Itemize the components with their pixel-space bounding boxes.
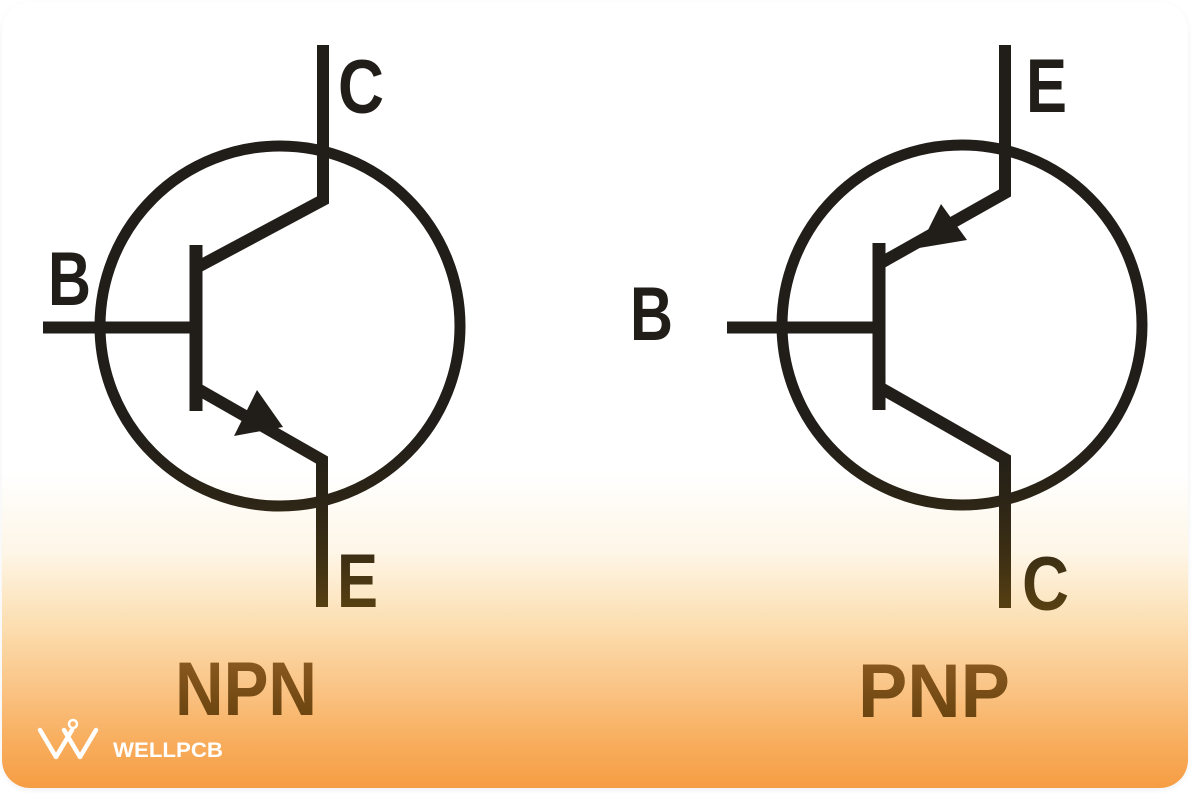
npn-emitter-label: E bbox=[337, 539, 378, 624]
npn-symbol: C B E NPN bbox=[43, 45, 466, 732]
pnp-collector-label: C bbox=[1022, 542, 1069, 627]
npn-base-label: B bbox=[48, 237, 91, 322]
pnp-base-label: B bbox=[630, 272, 673, 357]
npn-collector-label: C bbox=[338, 45, 384, 130]
pnp-emitter-lead bbox=[876, 45, 1011, 270]
npn-emitter-lead bbox=[193, 382, 328, 607]
transistor-diagram: C B E NPN E B bbox=[37, 44, 1148, 762]
wellpcb-logo-v2 bbox=[61, 727, 99, 760]
pnp-collector-lead bbox=[876, 381, 1011, 608]
wellpcb-logo-v1 bbox=[37, 727, 75, 760]
wellpcb-brand-text: WELLPCB bbox=[113, 738, 223, 762]
npn-emitter-arrow-icon bbox=[234, 390, 283, 436]
npn-collector-lead bbox=[193, 45, 329, 274]
npn-type-label: NPN bbox=[175, 647, 317, 732]
pnp-type-label: PNP bbox=[858, 649, 1010, 734]
pnp-emitter-arrow-icon bbox=[919, 204, 967, 248]
figure-card: C B E NPN E B bbox=[2, 2, 1188, 788]
wellpcb-logo-icon bbox=[37, 718, 99, 760]
pnp-emitter-label: E bbox=[1026, 44, 1067, 129]
wellpcb-logo-dot bbox=[67, 718, 79, 730]
pnp-symbol: E B C PNP bbox=[630, 44, 1148, 734]
wellpcb-logo: WELLPCB bbox=[37, 718, 223, 762]
